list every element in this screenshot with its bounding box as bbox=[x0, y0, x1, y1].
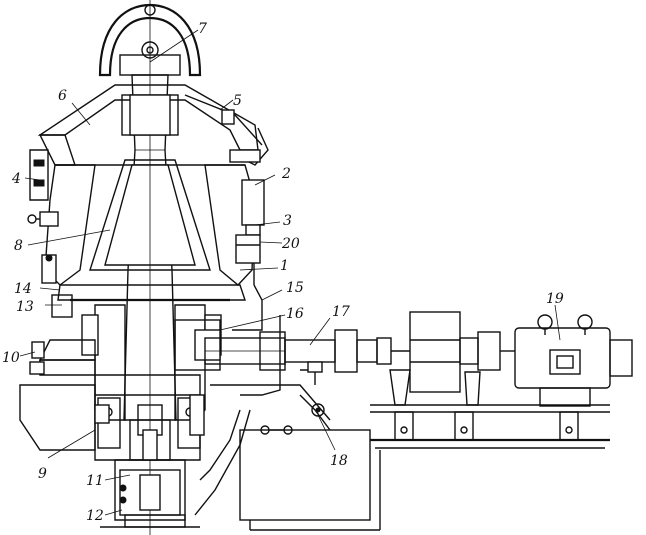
electric-motor bbox=[515, 315, 632, 406]
leader-lines bbox=[20, 30, 560, 515]
label-1: 1 bbox=[280, 258, 289, 274]
label-12: 12 bbox=[86, 508, 104, 524]
label-14: 14 bbox=[14, 281, 32, 297]
label-11: 11 bbox=[86, 473, 104, 489]
label-13: 13 bbox=[16, 299, 34, 315]
label-15: 15 bbox=[286, 280, 304, 296]
mantle-cone bbox=[90, 160, 210, 270]
label-3: 3 bbox=[283, 213, 292, 229]
label-10: 10 bbox=[2, 350, 20, 366]
main-frame bbox=[20, 285, 245, 527]
label-2: 2 bbox=[281, 166, 291, 182]
label-18: 18 bbox=[330, 453, 348, 469]
label-4: 4 bbox=[11, 171, 21, 187]
label-5: 5 bbox=[233, 93, 242, 109]
label-16: 16 bbox=[286, 306, 304, 322]
label-20: 20 bbox=[281, 236, 300, 252]
label-7: 7 bbox=[198, 21, 207, 37]
label-17: 17 bbox=[332, 304, 350, 320]
label-6: 6 bbox=[58, 88, 67, 104]
flywheel bbox=[410, 312, 515, 392]
label-19: 19 bbox=[546, 291, 564, 307]
label-9: 9 bbox=[38, 466, 47, 482]
label-8: 8 bbox=[14, 238, 23, 254]
base-frame bbox=[240, 370, 610, 530]
